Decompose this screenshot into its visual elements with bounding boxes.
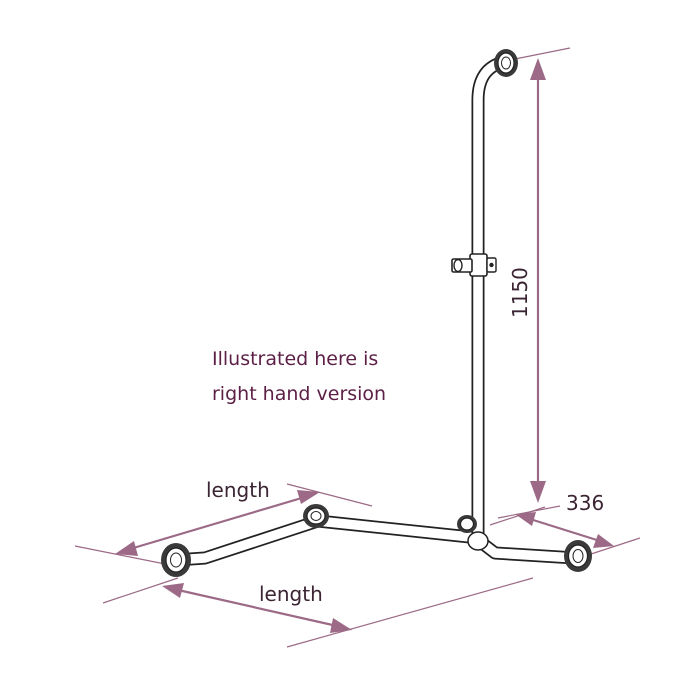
height-extension-top: [509, 47, 571, 61]
front-left-rail-fill: [171, 516, 323, 565]
back-rail-fill: [313, 516, 475, 542]
lower-length-dimension: length: [102, 577, 534, 648]
lower-length-arrow-shaft: [177, 588, 338, 628]
note-line-1: Illustrated here is: [212, 348, 378, 370]
depth-arrow-shaft: [529, 517, 601, 543]
depth-extension-right: [587, 537, 641, 556]
upper-length-extension-left: [74, 545, 171, 566]
note-line-2: right hand version: [212, 383, 386, 405]
upper-length-arrow-left: [115, 541, 138, 556]
top-flange: [494, 49, 518, 77]
depth-arrow-right: [593, 534, 614, 548]
lower-length-label: length: [259, 582, 323, 606]
upper-length-extension-right: [286, 483, 373, 507]
height-arrow-bottom: [530, 481, 546, 503]
depth-arrow-left: [515, 512, 536, 526]
vertical-rail-fill: [473, 57, 509, 545]
depth-value: 336: [566, 491, 604, 515]
lower-length-extension-right: [286, 577, 534, 648]
front-left-flange: [161, 543, 191, 577]
lower-length-arrow-left: [162, 583, 184, 598]
upper-length-dimension: length: [74, 478, 373, 566]
upper-length-arrow-shaft: [129, 495, 306, 551]
front-right-flange: [564, 540, 592, 572]
lower-length-extension-left: [102, 577, 179, 604]
height-dimension: 1150: [497, 47, 571, 519]
back-left-flange: [303, 504, 329, 528]
depth-dimension: 336: [489, 491, 641, 556]
back-center-flange: [457, 515, 477, 533]
center-junction: [467, 531, 489, 551]
depth-extension-left: [489, 506, 546, 526]
shower-holder-slider: [451, 253, 497, 277]
upper-length-label: length: [206, 478, 270, 502]
orientation-note: Illustrated here is right hand version: [212, 348, 386, 405]
height-arrow-top: [530, 58, 546, 80]
grab-rail: [161, 49, 592, 577]
upper-length-arrow-right: [297, 490, 320, 504]
height-value: 1150: [508, 267, 532, 318]
lower-length-arrow-right: [330, 618, 352, 633]
